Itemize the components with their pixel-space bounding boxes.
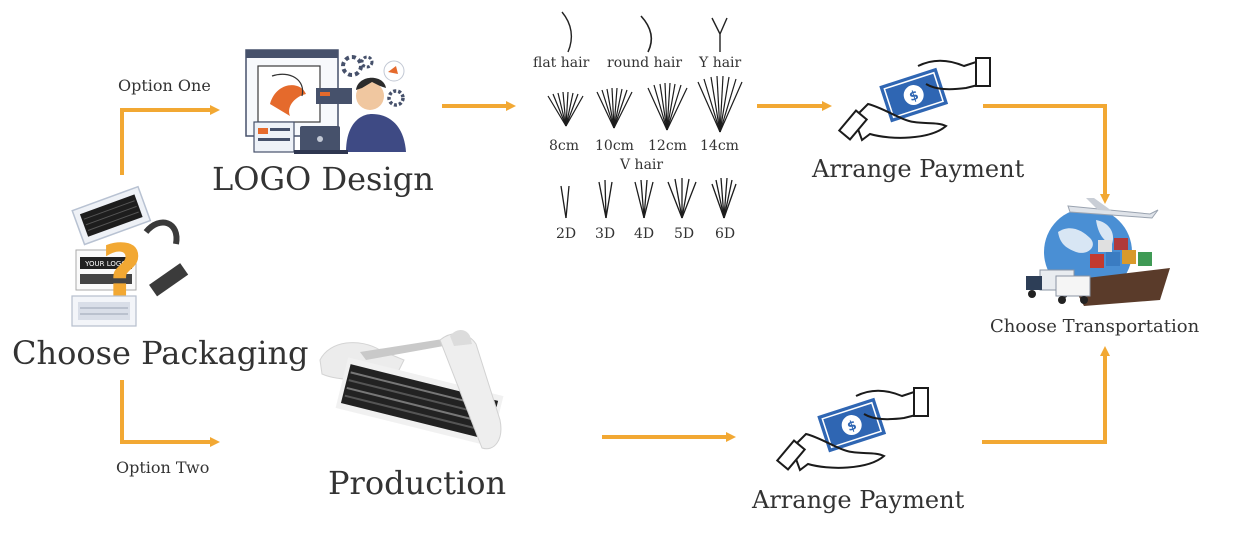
fan-14cm-icon xyxy=(697,75,743,133)
flat-hair-icon xyxy=(561,11,573,53)
volume-4d-label: 4D xyxy=(634,226,655,242)
payment-bottom-icon: $ xyxy=(775,387,929,472)
volume-2d-icon xyxy=(560,185,570,219)
gear-icon xyxy=(341,55,363,77)
fan-8cm-icon xyxy=(547,91,584,127)
arrange-payment-top-label: Arrange Payment xyxy=(812,155,1025,183)
arrange-payment-bottom-label: Arrange Payment xyxy=(752,486,965,514)
svg-text:$: $ xyxy=(846,418,859,435)
fan-12cm-icon xyxy=(647,82,688,131)
svg-text:$: $ xyxy=(908,88,921,105)
round-hair-icon xyxy=(640,15,653,53)
choose-transportation-label: Choose Transportation xyxy=(990,316,1200,337)
fan-10cm-icon xyxy=(596,87,633,129)
length-8cm-label: 8cm xyxy=(549,138,580,154)
length-12cm-label: 12cm xyxy=(648,138,687,154)
length-10cm-label: 10cm xyxy=(595,138,634,154)
arrow-option-two xyxy=(120,380,220,447)
payment-top-icon: $ xyxy=(837,57,991,142)
choose-packaging-label: Choose Packaging xyxy=(12,334,309,372)
volume-3d-label: 3D xyxy=(595,226,616,242)
volume-5d-icon xyxy=(667,178,697,219)
volume-6d-label: 6D xyxy=(715,226,736,242)
flat-hair-label: flat hair xyxy=(533,55,590,71)
volume-2d-label: 2D xyxy=(556,226,577,242)
round-hair-label: round hair xyxy=(607,55,683,71)
logo-design-label: LOGO Design xyxy=(212,160,434,198)
arrow-payment2-to-transport xyxy=(982,346,1110,444)
volume-4d-icon xyxy=(634,179,654,219)
length-14cm-label: 14cm xyxy=(700,138,739,154)
option-one-label: Option One xyxy=(118,76,211,95)
option-two-label: Option Two xyxy=(116,458,210,477)
production-label: Production xyxy=(328,464,507,502)
arrow-option-one xyxy=(120,105,220,175)
arrow-payment-to-transport xyxy=(983,104,1110,204)
volume-3d-icon xyxy=(598,179,613,219)
your-logo-text: YOUR LOGO xyxy=(84,260,127,268)
y-hair-icon xyxy=(711,17,728,52)
volume-5d-label: 5D xyxy=(674,226,695,242)
y-hair-label: Y hair xyxy=(699,55,742,71)
v-hair-label: V hair xyxy=(620,157,664,173)
volume-6d-icon xyxy=(711,177,737,219)
